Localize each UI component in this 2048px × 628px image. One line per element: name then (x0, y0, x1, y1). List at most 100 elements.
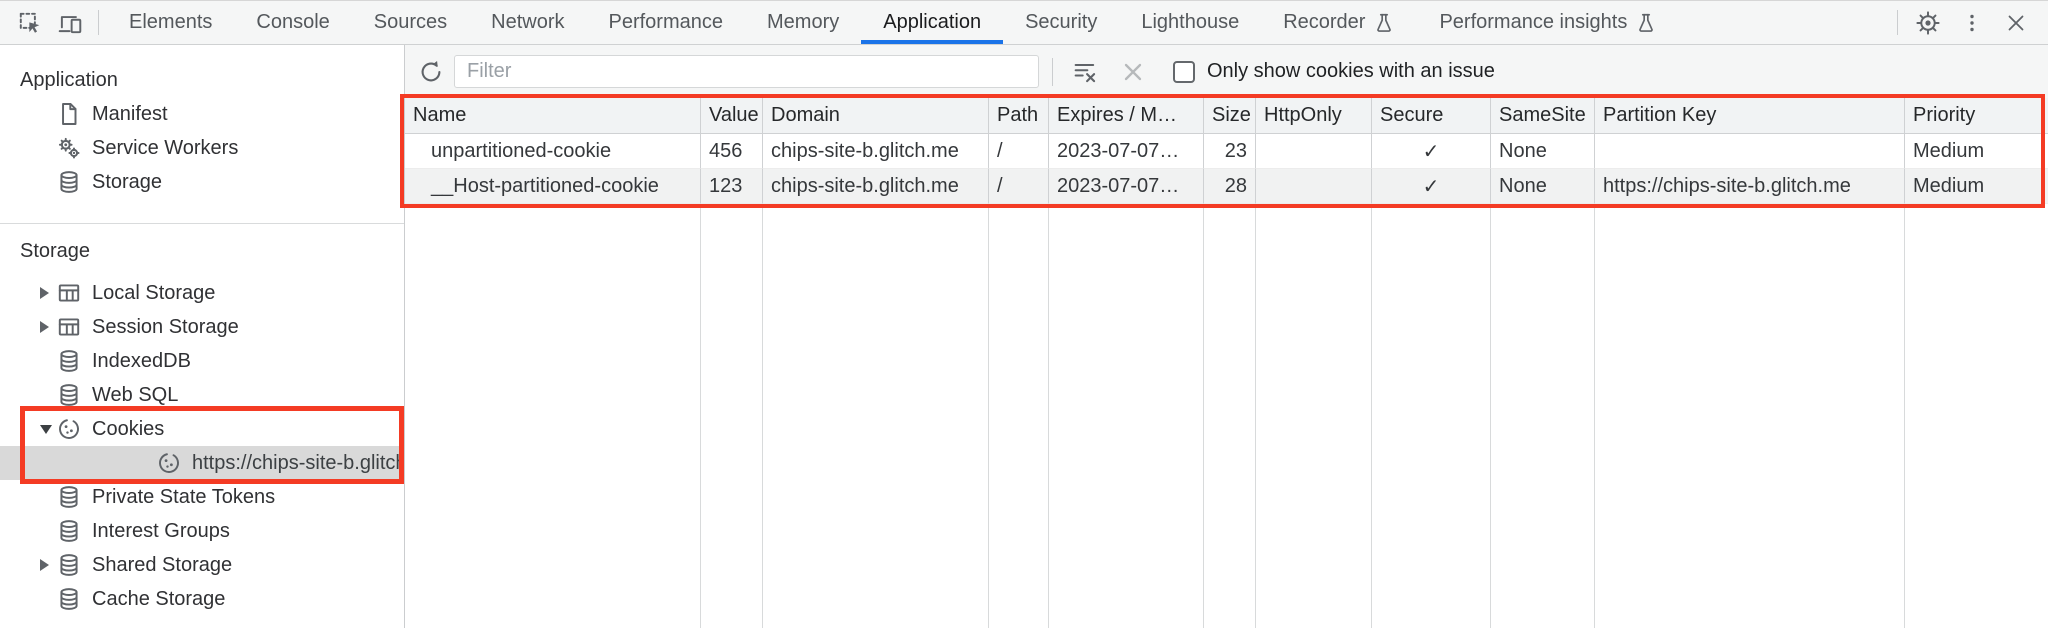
cookie-row-cell-priority[interactable]: Medium (1905, 134, 2048, 169)
only-issue-checkbox[interactable] (1173, 60, 1195, 83)
sidebar-item-storage[interactable]: Storage (0, 165, 404, 199)
sidebar-item-shared-storage[interactable]: Shared Storage (0, 548, 404, 582)
empty-grid-column (763, 204, 989, 628)
only-issue-checkbox-label: Only show cookies with an issue (1207, 60, 1495, 82)
inspect-icon (19, 12, 40, 33)
sidebar-section-divider: Storage (0, 223, 404, 268)
cookie-row-cell-value[interactable]: 123 (701, 169, 763, 204)
empty-grid-column (1256, 204, 1372, 628)
disclosure-triangle-icon[interactable] (40, 559, 56, 571)
tab-sources[interactable]: Sources (352, 1, 469, 44)
column-header-value[interactable]: Value (701, 98, 763, 134)
sidebar-section-application: Application (20, 68, 118, 91)
disclosure-triangle-icon[interactable] (40, 424, 56, 434)
inspect-element-button[interactable] (10, 1, 50, 44)
cookie-row-cell-domain[interactable]: chips-site-b.glitch.me (763, 134, 989, 169)
tab-label: Lighthouse (1141, 11, 1240, 33)
sidebar-item-cookies-chips-site-b[interactable]: https://chips-site-b.glitch.me (0, 446, 404, 480)
tab-label: Performance insights (1439, 11, 1628, 33)
cookie-row-cell-path[interactable]: / (989, 134, 1049, 169)
sidebar-item-web-sql[interactable]: Web SQL (0, 378, 404, 412)
cookie-row-cell-priority[interactable]: Medium (1905, 169, 2048, 204)
sidebar-item-manifest[interactable]: Manifest (0, 97, 404, 131)
kebab-menu-icon (1970, 14, 1974, 31)
tab-recorder[interactable]: Recorder (1261, 1, 1417, 44)
cookie-row-cell-value[interactable]: 456 (701, 134, 763, 169)
column-header-name[interactable]: Name (405, 98, 701, 134)
column-header-domain[interactable]: Domain (763, 98, 989, 134)
tab-label: Recorder (1283, 11, 1366, 33)
sidebar-item-label: Manifest (92, 102, 168, 125)
refresh-button[interactable] (414, 55, 448, 89)
tab-performance-insights[interactable]: Performance insights (1417, 1, 1679, 44)
column-header-samesite[interactable]: SameSite (1491, 98, 1595, 134)
tab-label: Console (256, 11, 330, 33)
empty-grid-column (1595, 204, 1905, 628)
filter-input[interactable] (454, 55, 1039, 88)
close-devtools-button[interactable] (1994, 1, 2038, 44)
empty-grid-column (989, 204, 1049, 628)
toolbar-separator (1052, 57, 1053, 86)
sidebar-item-label: Interest Groups (92, 519, 230, 542)
tab-lighthouse[interactable]: Lighthouse (1119, 1, 1261, 44)
column-header-httponly[interactable]: HttpOnly (1256, 98, 1372, 134)
devtools-tabbar: Elements Console Sources Network Perform… (0, 1, 2048, 45)
sidebar-item-cookies[interactable]: Cookies (0, 412, 404, 446)
disclosure-triangle-icon[interactable] (40, 321, 56, 333)
sidebar-item-label: Shared Storage (92, 553, 233, 576)
sidebar-item-private-state-tokens[interactable]: Private State Tokens (0, 480, 404, 514)
cookie-row-cell-expires[interactable]: 2023-07-07… (1049, 169, 1204, 204)
settings-button[interactable] (1906, 1, 1950, 44)
tab-security[interactable]: Security (1003, 1, 1119, 44)
more-options-button[interactable] (1950, 1, 1994, 44)
cookie-row-cell-samesite[interactable]: None (1491, 134, 1595, 169)
sidebar-item-cache-storage[interactable]: Cache Storage (0, 582, 404, 616)
delete-selected-button[interactable] (1115, 54, 1151, 90)
cookie-row-cell-samesite[interactable]: None (1491, 169, 1595, 204)
sidebar-item-local-storage[interactable]: Local Storage (0, 276, 404, 310)
sidebar-item-label: Cache Storage (92, 587, 226, 610)
toggle-device-toolbar-button[interactable] (50, 1, 90, 44)
sidebar-item-interest-groups[interactable]: Interest Groups (0, 514, 404, 548)
empty-grid-column (1049, 204, 1204, 628)
document-icon (62, 103, 77, 125)
column-header-secure[interactable]: Secure (1372, 98, 1491, 134)
database-icon (60, 520, 78, 542)
disclosure-triangle-icon[interactable] (40, 287, 56, 299)
cookie-row-cell-name[interactable]: unpartitioned-cookie (405, 134, 701, 169)
empty-grid-column (1372, 204, 1491, 628)
tabbar-separator (1897, 10, 1898, 35)
tab-performance[interactable]: Performance (587, 1, 746, 44)
cookie-row-cell-httponly[interactable] (1256, 169, 1372, 204)
cookie-row-cell-expires[interactable]: 2023-07-07… (1049, 134, 1204, 169)
tab-application[interactable]: Application (861, 1, 1004, 44)
tab-elements[interactable]: Elements (107, 1, 234, 44)
cookie-icon (159, 453, 179, 473)
tab-memory[interactable]: Memory (745, 1, 861, 44)
cookie-row-cell-secure-checkmark[interactable]: ✓ (1372, 169, 1491, 204)
sidebar-item-label: Service Workers (92, 136, 239, 159)
column-header-path[interactable]: Path (989, 98, 1049, 134)
cookie-row-cell-secure-checkmark[interactable]: ✓ (1372, 134, 1491, 169)
column-header-size[interactable]: Size (1204, 98, 1256, 134)
clear-filter-button[interactable] (1067, 54, 1103, 90)
cookie-row-cell-size[interactable]: 23 (1204, 134, 1256, 169)
sidebar-item-service-workers[interactable]: Service Workers (0, 131, 404, 165)
column-header-priority[interactable]: Priority (1905, 98, 2048, 134)
sidebar-item-label: IndexedDB (92, 349, 191, 372)
cookie-row-cell-partition-key[interactable]: https://chips-site-b.glitch.me (1595, 169, 1905, 204)
tabbar-right-controls (1889, 1, 2048, 44)
tab-network[interactable]: Network (469, 1, 586, 44)
column-header-partition-key[interactable]: Partition Key (1595, 98, 1905, 134)
sidebar-section-storage: Storage (20, 239, 91, 262)
tab-console[interactable]: Console (234, 1, 351, 44)
sidebar-item-session-storage[interactable]: Session Storage (0, 310, 404, 344)
column-header-expires[interactable]: Expires / M… (1049, 98, 1204, 134)
cookie-row-cell-path[interactable]: / (989, 169, 1049, 204)
cookie-row-cell-partition-key[interactable] (1595, 134, 1905, 169)
cookie-row-cell-httponly[interactable] (1256, 134, 1372, 169)
cookie-row-cell-name[interactable]: __Host-partitioned-cookie (405, 169, 701, 204)
cookie-row-cell-size[interactable]: 28 (1204, 169, 1256, 204)
cookie-row-cell-domain[interactable]: chips-site-b.glitch.me (763, 169, 989, 204)
sidebar-item-indexeddb[interactable]: IndexedDB (0, 344, 404, 378)
